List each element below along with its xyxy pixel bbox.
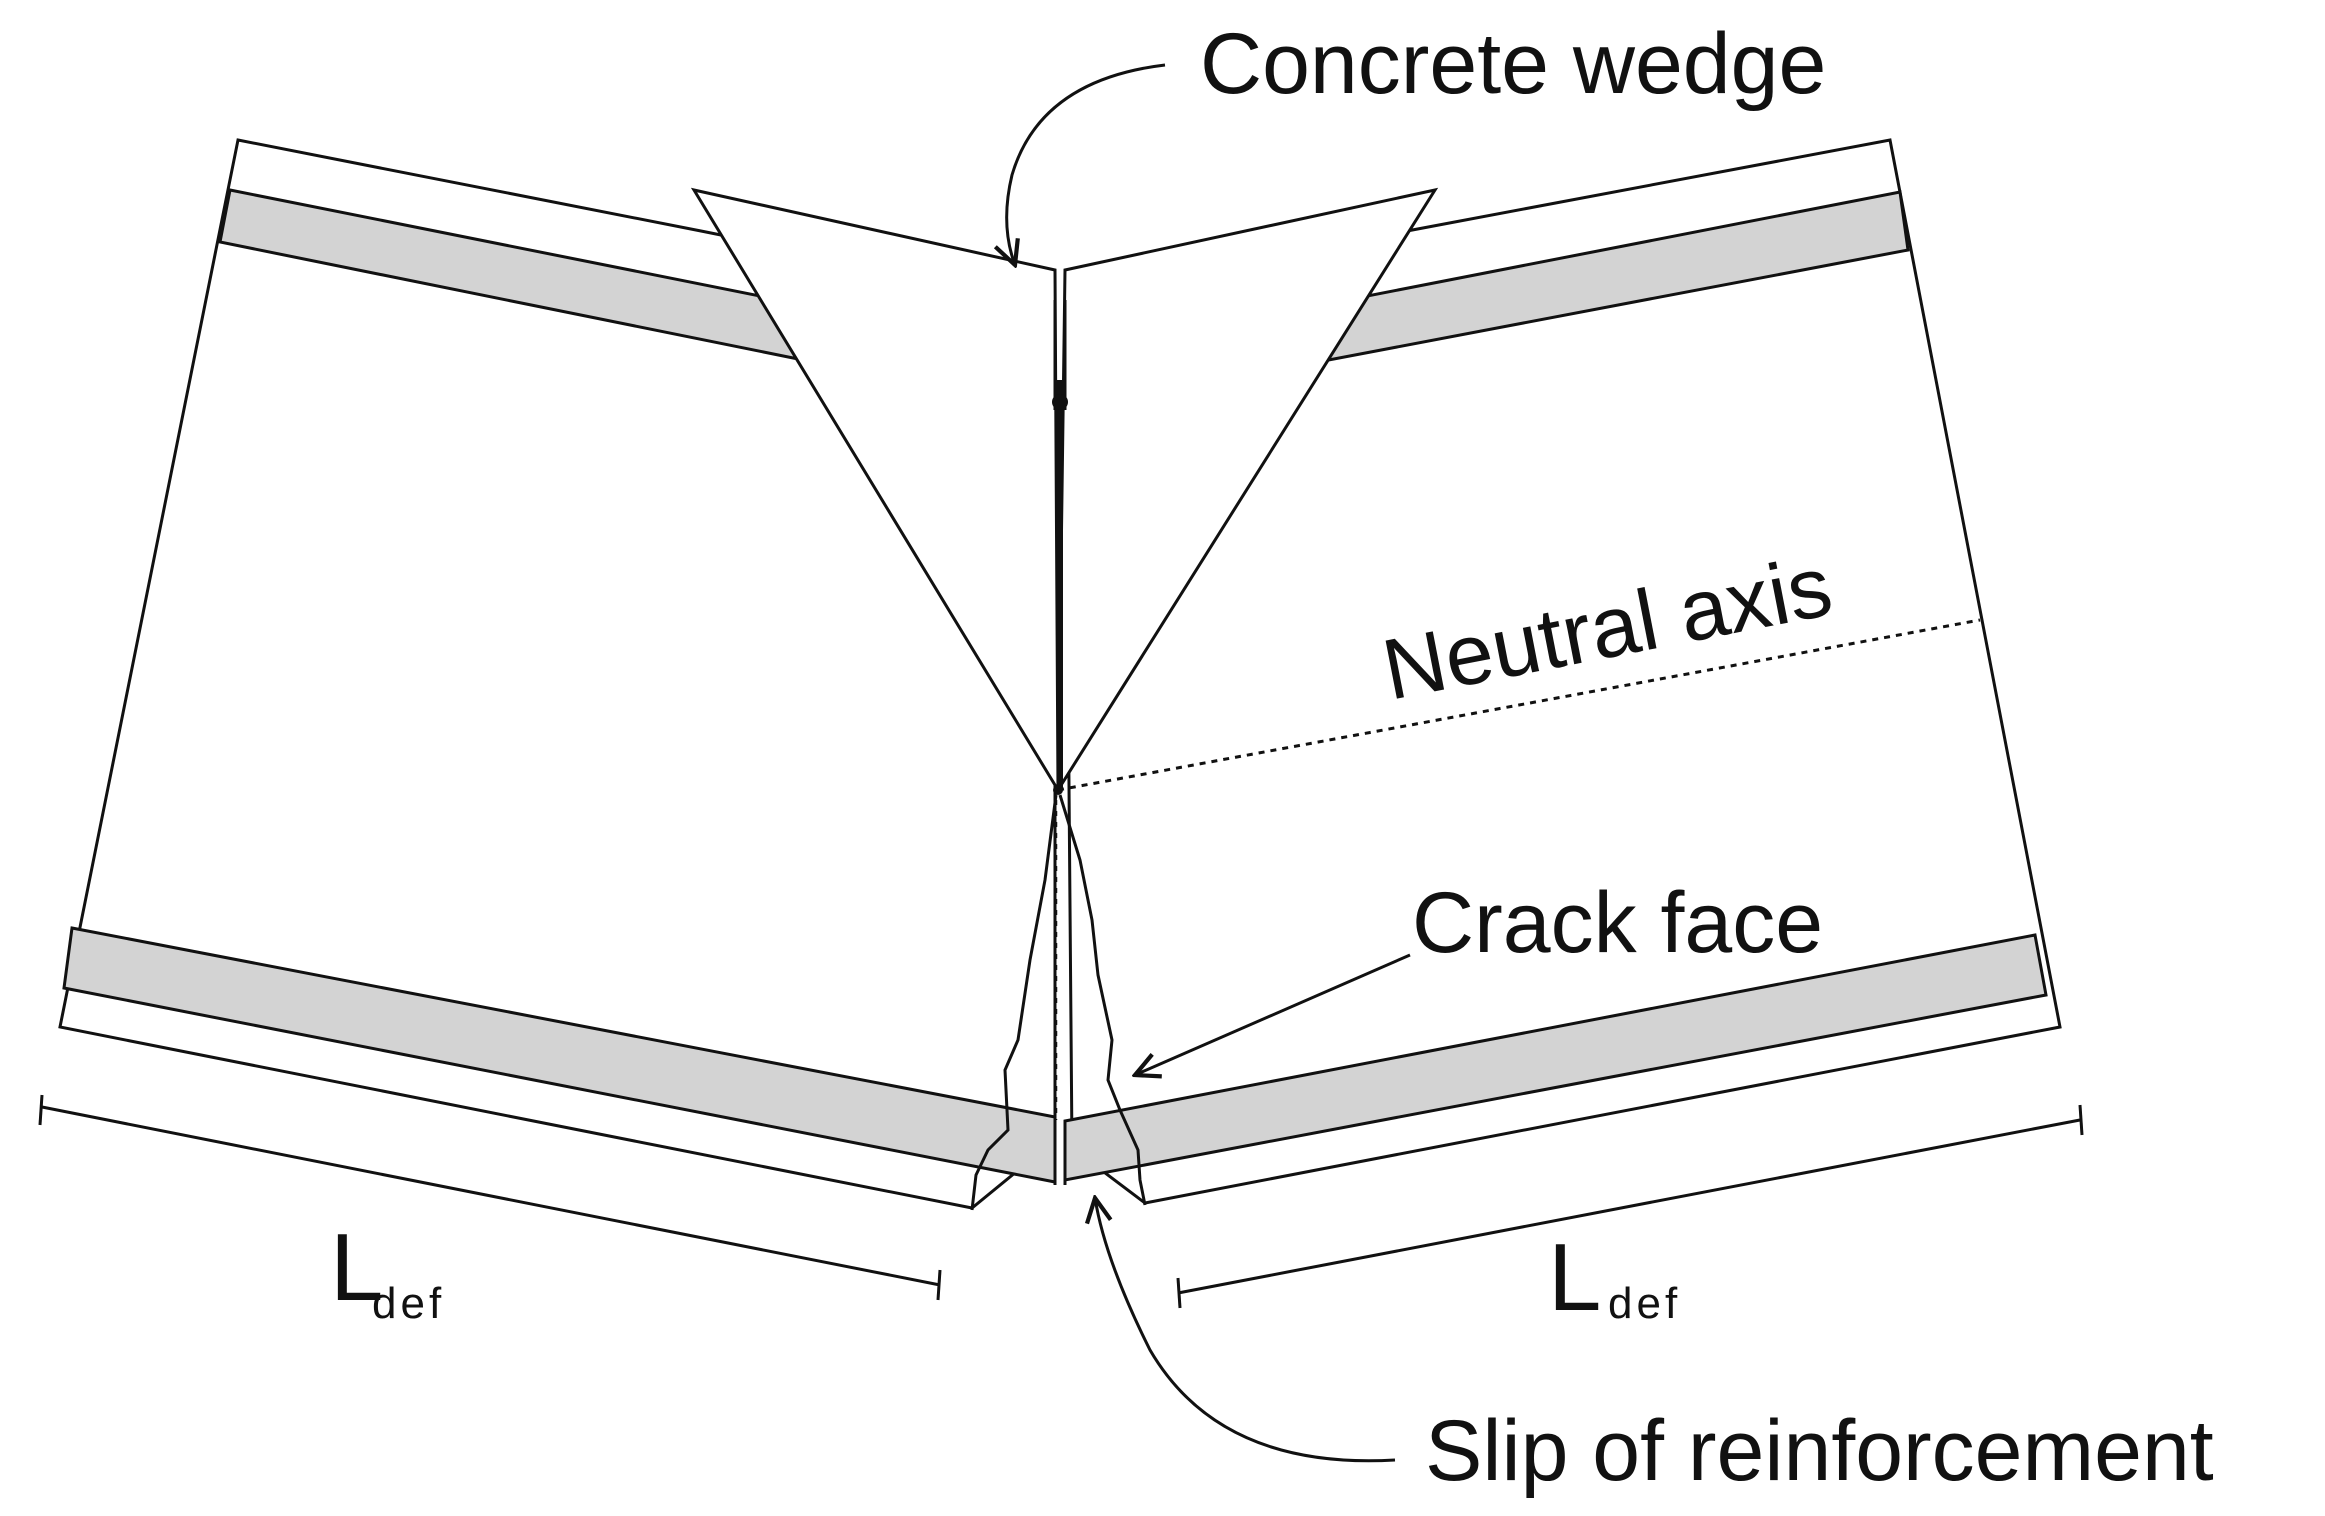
crack-face-right (1058, 794, 1147, 1206)
contact-point-top (1052, 394, 1068, 410)
left-wedge-triangle (690, 187, 1060, 796)
crack-face-arrow (1135, 953, 1411, 1075)
slip-of-reinforcement-label: Slip of reinforcement (1425, 1403, 2214, 1499)
svg-text:def: def (1608, 1279, 1681, 1328)
right-ldef-label: L def (1548, 1224, 1681, 1331)
svg-text:def: def (372, 1279, 445, 1328)
neutral-axis-line (1057, 618, 1981, 792)
crack-face-label: Crack face (1412, 875, 1823, 971)
concrete-wedge-label: Concrete wedge (1200, 16, 1826, 112)
concrete-wedge-arrow (1007, 63, 1166, 265)
left-ldef-dimension (38, 1094, 942, 1301)
svg-text:L: L (330, 1214, 383, 1321)
right-ldef-dimension (1176, 1104, 2084, 1309)
svg-text:L: L (1548, 1224, 1601, 1331)
slip-of-reinforcement-arrow (1095, 1198, 1396, 1463)
left-ldef-label: L def (330, 1214, 445, 1328)
crack-face-left (970, 794, 1058, 1211)
